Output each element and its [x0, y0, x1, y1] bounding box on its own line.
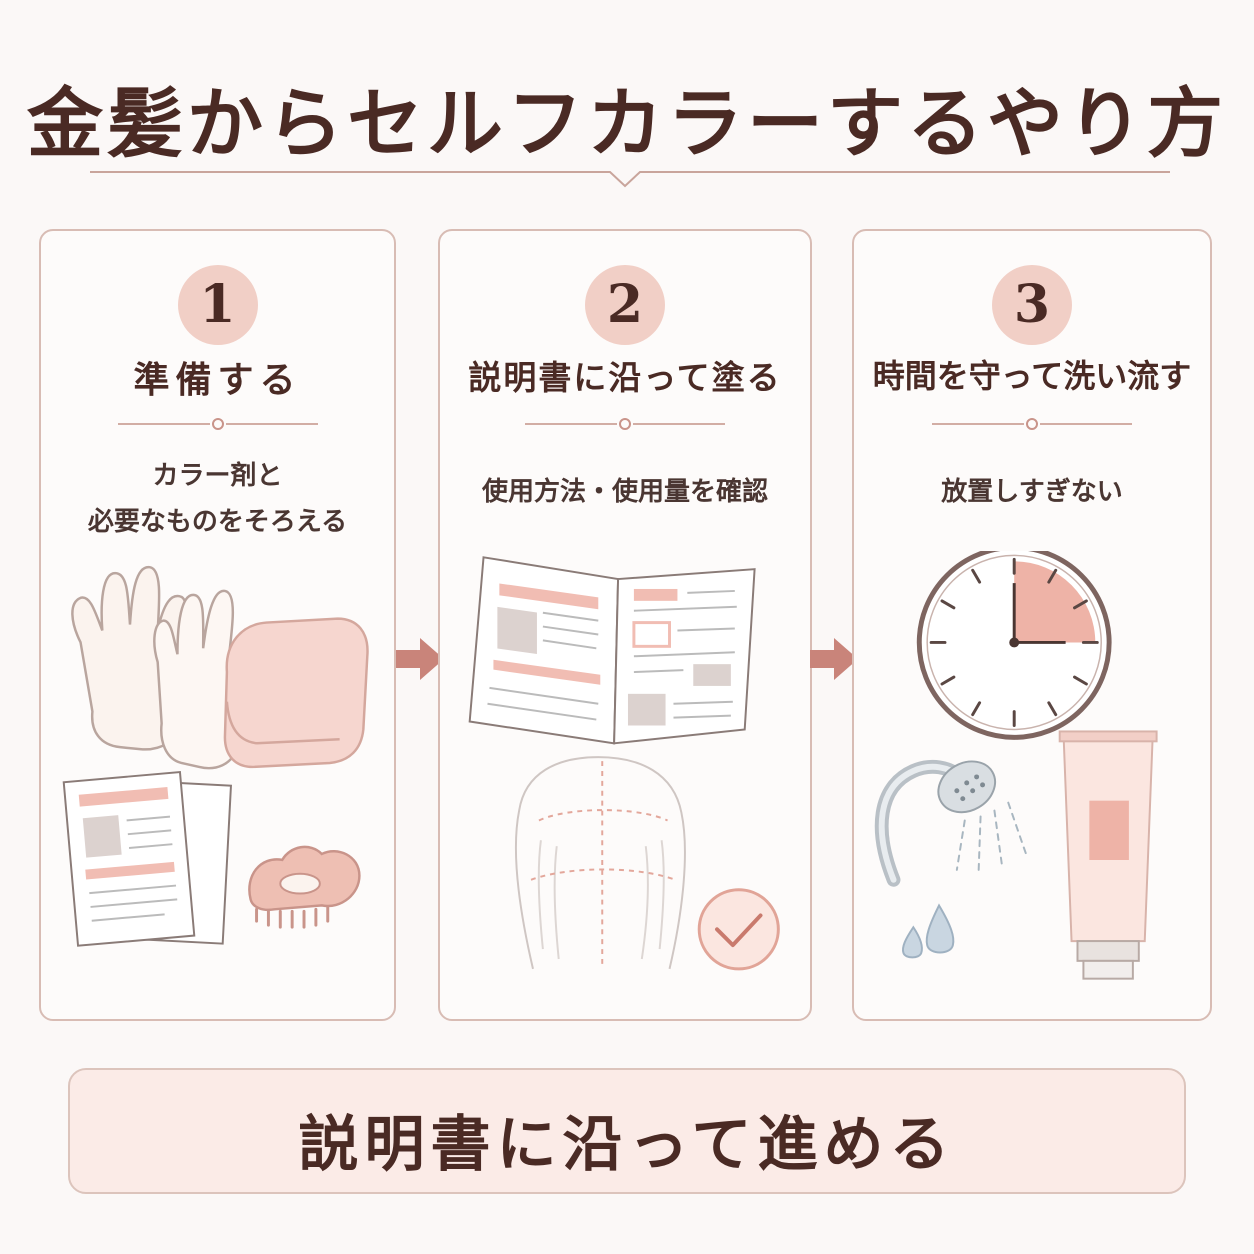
step-1-desc-line1: カラー剤と — [152, 461, 283, 491]
arrow-icon — [396, 638, 444, 680]
title-divider — [90, 171, 1170, 188]
step-2-title: 説明書に沿って塗る — [468, 358, 782, 397]
step-2-illustration — [468, 556, 780, 971]
page-title: 金髪からセルフカラーするやり方 — [27, 79, 1227, 168]
footer-text: 説明書に沿って進める — [298, 1110, 956, 1180]
towel-icon — [223, 617, 369, 769]
hair-sections-icon — [515, 756, 686, 970]
step-2-desc-line1: 使用方法・使用量を確認 — [481, 477, 768, 507]
checkmark-icon — [697, 888, 780, 971]
instruction-sheets-icon — [62, 770, 232, 947]
step-3-panel: 3 時間を守って洗い流す 放置しすぎない — [852, 229, 1212, 1021]
step-1-description: カラー剤と 必要なものをそろえる — [41, 453, 394, 545]
step-2-panel: 2 説明書に沿って塗る 使用方法・使用量を確認 — [438, 229, 812, 1021]
shower-head-icon — [874, 759, 1028, 887]
step-2-badge: 2 — [585, 265, 665, 345]
step-1-desc-line2: 必要なものをそろえる — [87, 507, 348, 537]
step-3-divider — [932, 418, 1132, 430]
product-tube-icon — [1058, 730, 1158, 980]
step-1-panel: 1 準備する カラー剤と 必要なものをそろえる — [39, 229, 396, 1021]
step-3-badge: 3 — [992, 265, 1072, 345]
step-1-title: 準備する — [133, 359, 302, 401]
step-3-desc-line1: 放置しすぎない — [941, 477, 1123, 507]
step-1-badge: 1 — [177, 265, 258, 345]
step-2-divider — [525, 418, 725, 430]
step-3-title: 時間を守って洗い流す — [872, 357, 1192, 395]
step-3-illustration — [874, 551, 1158, 980]
step-1-divider — [117, 418, 318, 430]
step-1-illustration — [62, 565, 369, 947]
footer-banner: 説明書に沿って進める — [68, 1068, 1186, 1194]
step-2-description: 使用方法・使用量を確認 — [440, 469, 810, 515]
hair-clip-icon — [248, 845, 361, 929]
water-drops-icon — [901, 903, 955, 959]
clock-icon — [916, 551, 1112, 740]
step-3-description: 放置しすぎない — [854, 469, 1210, 515]
open-booklet-icon — [468, 556, 756, 745]
arrow-icon — [810, 638, 858, 680]
